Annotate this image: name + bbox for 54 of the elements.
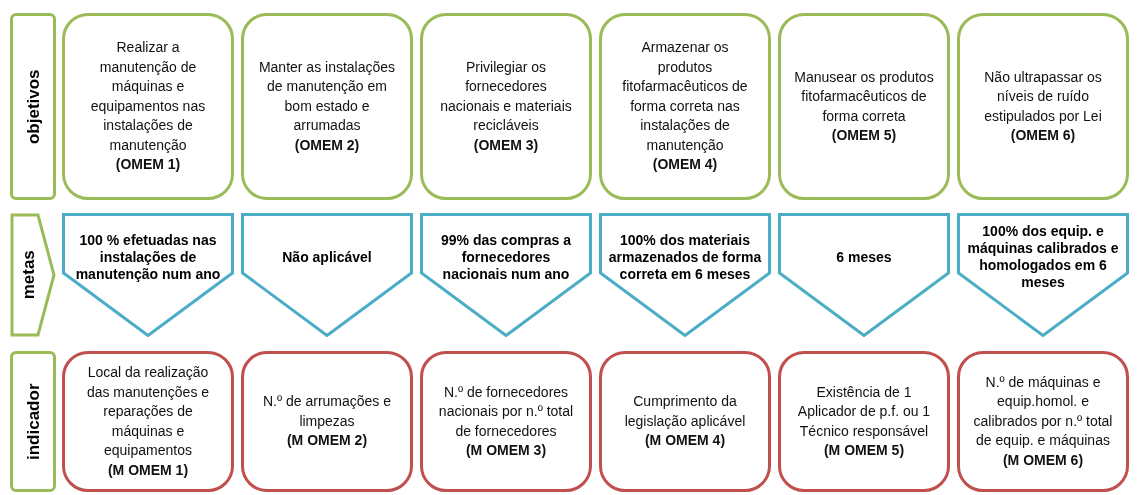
target-text: 100% dos equip. e máquinas calibrados e homologados em 6 meses (966, 223, 1120, 291)
code-label: (M OMEM 3) (465, 441, 547, 460)
row-label: indicador (22, 383, 44, 460)
box-text: N.º de máquinas e equip.homol. e calibrados por n.º total de equip. e máquinas (972, 372, 1114, 451)
target-pentagon (957, 213, 1129, 337)
indicator-box (778, 351, 950, 492)
code-label: (OMEM 2) (294, 135, 360, 155)
code-label: (M OMEM 1) (107, 460, 189, 480)
target-pentagon (420, 213, 592, 337)
box-text: N.º de arrumações e limpezas (261, 392, 393, 431)
box-text: Manusear os produtos fitofarmacêuticos de forma correta (793, 67, 935, 126)
code-label: (OMEM 1) (115, 155, 181, 175)
box-text: N.º de fornecedores nacionais por n.º total de fornecedores (437, 382, 575, 441)
box-text: Armazenar os produtos fitofarmacêuticos de forma correta nas instalações de manutenção (621, 38, 749, 155)
code-label: (OMEM 3) (473, 135, 539, 155)
objective-box (778, 13, 950, 200)
code-label: (M OMEM 6) (1002, 450, 1084, 470)
code-label: (OMEM 6) (1010, 126, 1076, 145)
target-text: 100 % efetuadas nas instalações de manutenção num ano (74, 231, 222, 283)
code-label: (M OMEM 2) (286, 431, 368, 451)
box-text: Existência de 1 Aplicador de p.f. ou 1 Técnico responsável (796, 382, 932, 441)
box-text: Local da realização das manutenções e reparações de máquinas e equipamentos (85, 363, 211, 460)
indicator-box (957, 351, 1129, 492)
target-pentagon (778, 213, 950, 337)
target-text: 6 meses (836, 248, 892, 266)
box-text: Manter as instalações de manutenção em bom estado e arrumadas (257, 57, 397, 136)
row-label: objetivos (22, 69, 44, 144)
target-text: 100% dos materiais armazenados de forma correta em 6 meses (607, 231, 763, 283)
box-text: Não ultrapassar os níveis de ruído estipulados por Lei (983, 67, 1103, 126)
row-label: metas (18, 250, 40, 300)
box-text: Cumprimento da legislação aplicável (623, 392, 747, 431)
indicator-box (241, 351, 413, 492)
target-pentagon (599, 213, 771, 337)
code-label: (M OMEM 5) (823, 441, 905, 460)
box-text: Privilegiar os fornecedores nacionais e materiais recicláveis (439, 57, 573, 136)
objective-box (420, 13, 592, 200)
indicator-box (599, 351, 771, 492)
row-header (10, 213, 56, 337)
indicator-box (420, 351, 592, 492)
indicator-box (62, 351, 234, 492)
objective-box (957, 13, 1129, 200)
target-pentagon (241, 213, 413, 337)
row-header (10, 351, 56, 492)
objective-box (241, 13, 413, 200)
box-text: Realizar a manutenção de máquinas e equipamentos nas instalações de manutenção (89, 38, 207, 155)
target-text: Não aplicável (282, 248, 372, 266)
target-text: 99% das compras a fornecedores nacionais num ano (440, 231, 572, 283)
code-label: (OMEM 4) (652, 155, 718, 175)
row-header (10, 13, 56, 200)
code-label: (OMEM 5) (831, 126, 897, 145)
objective-box (599, 13, 771, 200)
target-pentagon (62, 213, 234, 337)
objective-box (62, 13, 234, 200)
code-label: (M OMEM 4) (644, 431, 726, 451)
